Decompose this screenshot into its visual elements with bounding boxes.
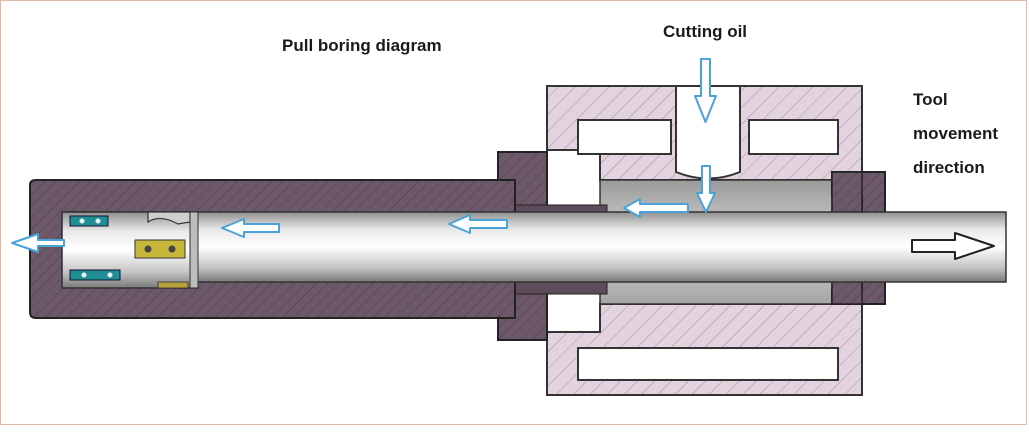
upper-housing: [546, 85, 863, 197]
lower-housing: [546, 289, 863, 396]
direction-line-1: Tool: [913, 90, 948, 109]
direction-line-3: direction: [913, 158, 985, 177]
direction-line-2: movement: [913, 124, 999, 143]
tool-movement-direction-label: Tool movement direction: [913, 83, 998, 185]
tool-head: [61, 211, 199, 289]
cutting-insert-icon: [69, 215, 189, 289]
cutting-oil-label: Cutting oil: [663, 22, 748, 41]
movement-arrow-icon: [911, 232, 995, 260]
oil-flow-arrow-icon: [11, 58, 717, 253]
steel-shaft: [61, 211, 1007, 283]
diagram-title: Pull boring diagram: [282, 36, 442, 55]
